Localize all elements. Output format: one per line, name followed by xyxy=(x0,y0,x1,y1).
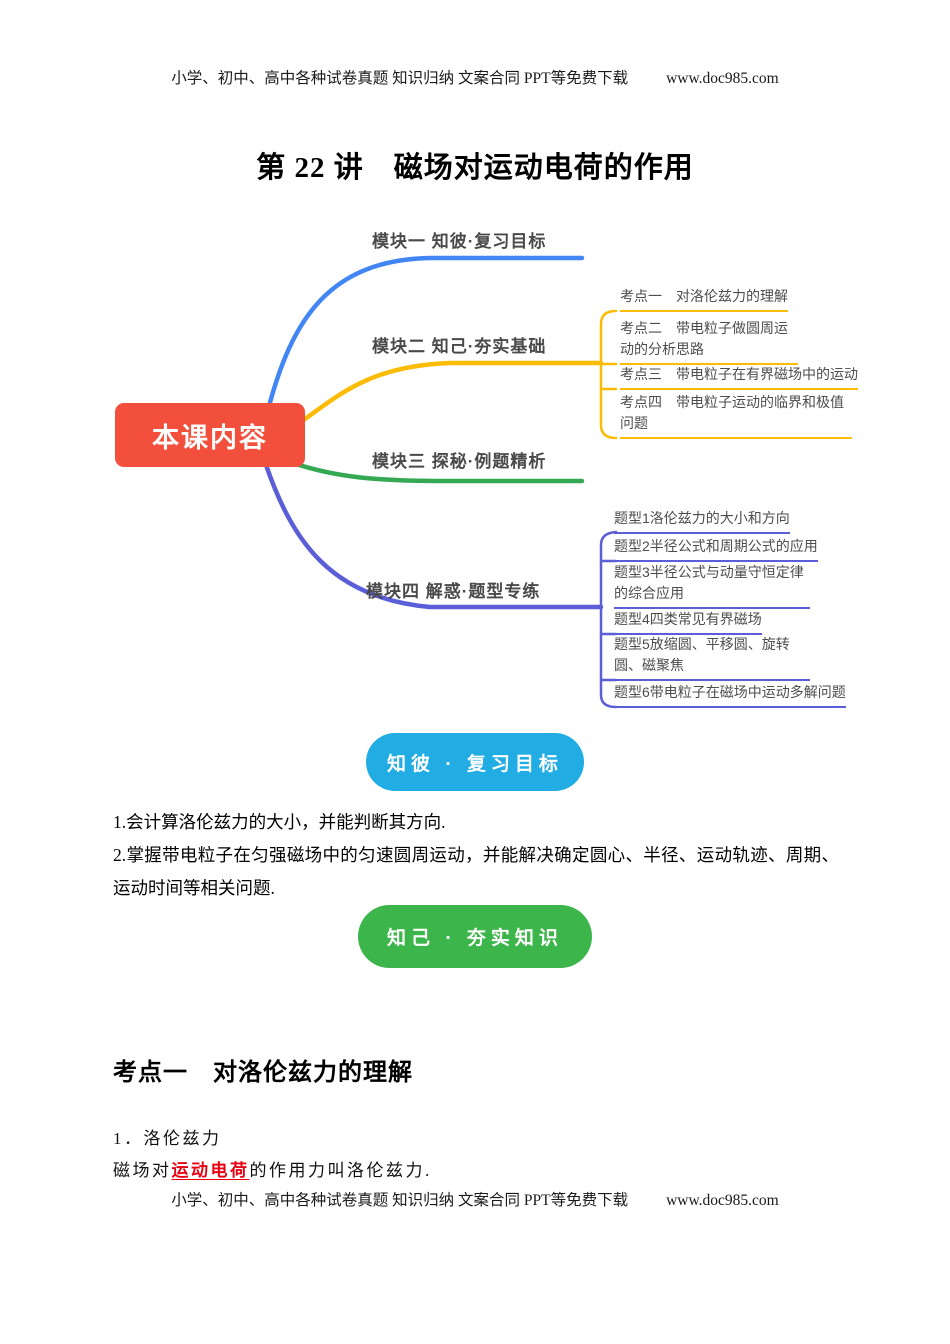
section-heading-kaodian-1: 考点一 对洛伦兹力的理解 xyxy=(113,1059,413,1086)
sub-heading-lorentz-force: 1．洛伦兹力 xyxy=(113,1129,222,1148)
definition-prefix: 磁场对 xyxy=(113,1161,172,1180)
mindmap-node-tixing-6: 题型6带电粒子在磁场中运动多解问题 xyxy=(614,682,846,708)
footer-url: www.doc985.com xyxy=(666,1192,779,1209)
mindmap-node-tixing-3: 题型3半径公式与动量守恒定律的综合应用 xyxy=(614,562,810,609)
page-footer: 小学、初中、高中各种试卷真题 知识归纳 文案合同 PPT等免费下载 www.doc… xyxy=(0,1188,950,1210)
mindmap-root-node: 本课内容 xyxy=(115,403,305,467)
lorentz-force-definition: 磁场对运动电荷的作用力叫洛伦兹力. xyxy=(113,1156,432,1181)
definition-highlight: 运动电荷 xyxy=(171,1161,250,1180)
page-header: 小学、初中、高中各种试卷真题 知识归纳 文案合同 PPT等免费下载 www.doc… xyxy=(0,66,950,88)
basics-badge: 知己 · 夯实知识 xyxy=(358,905,592,968)
review-goal-badge: 知彼 · 复习目标 xyxy=(366,733,584,791)
mindmap-node-kaodian-1: 考点一 对洛伦兹力的理解 xyxy=(620,286,788,312)
mindmap-node-tixing-4: 题型4四类常见有界磁场 xyxy=(614,609,762,635)
mindmap-node-tixing-5: 题型5放缩圆、平移圆、旋转圆、磁聚焦 xyxy=(614,634,810,681)
objective-item-2: 2.掌握带电粒子在匀强磁场中的匀速圆周运动，并能解决确定圆心、半径、运动轨迹、周… xyxy=(113,845,839,898)
mindmap-node-tixing-2: 题型2半径公式和周期公式的应用 xyxy=(614,536,818,562)
mindmap-node-kaodian-2: 考点二 带电粒子做圆周运动的分析思路 xyxy=(620,318,798,365)
definition-suffix: 的作用力叫洛伦兹力. xyxy=(249,1161,432,1180)
branch-label-module-3: 模块三 探秘·例题精析 xyxy=(372,452,547,471)
branch-label-module-4: 模块四 解惑·题型专练 xyxy=(366,582,541,601)
review-objectives: 1.会计算洛伦兹力的大小，并能判断其方向. 2.掌握带电粒子在匀强磁场中的匀速圆… xyxy=(113,806,839,905)
mindmap-node-kaodian-3: 考点三 带电粒子在有界磁场中的运动 xyxy=(620,364,858,390)
mindmap-node-tixing-1: 题型1洛伦兹力的大小和方向 xyxy=(614,508,790,534)
footer-text: 小学、初中、高中各种试卷真题 知识归纳 文案合同 PPT等免费下载 xyxy=(171,1192,629,1209)
branch-label-module-2: 模块二 知己·夯实基础 xyxy=(372,337,547,356)
header-url: www.doc985.com xyxy=(666,70,779,87)
header-text: 小学、初中、高中各种试卷真题 知识归纳 文案合同 PPT等免费下载 xyxy=(171,70,629,87)
branch-label-module-1: 模块一 知彼·复习目标 xyxy=(372,232,547,251)
mindmap-node-kaodian-4: 考点四 带电粒子运动的临界和极值问题 xyxy=(620,392,852,439)
lesson-title: 第 22 讲 磁场对运动电荷的作用 xyxy=(256,152,694,184)
objective-item-1: 1.会计算洛伦兹力的大小，并能判断其方向. xyxy=(113,812,446,832)
